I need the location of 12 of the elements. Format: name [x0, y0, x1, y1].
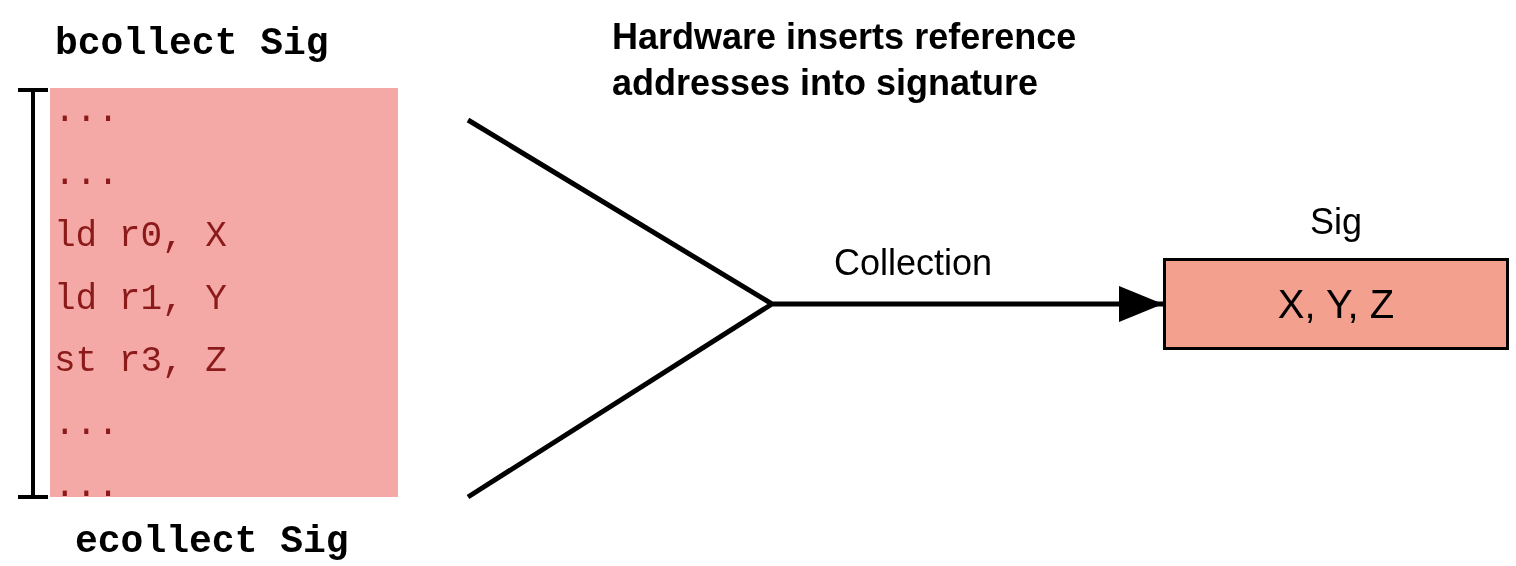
box-heading: Sig	[1309, 200, 1363, 244]
code-line: st r3, Z	[54, 340, 227, 384]
code-line: ...	[54, 402, 119, 447]
signature-box: X, Y, Z	[1163, 258, 1509, 350]
code-line: ...	[54, 465, 119, 509]
annotation-text: Hardware inserts reference addresses into signature	[612, 15, 1078, 105]
code-line: ld r0, X	[54, 215, 227, 259]
code-line: ...	[54, 152, 119, 197]
code-label: ecollect Sig	[75, 520, 349, 563]
code-label: bcollect Sig	[55, 22, 329, 65]
code-line: ...	[54, 90, 119, 134]
code-line: ld r1, Y	[54, 277, 227, 322]
